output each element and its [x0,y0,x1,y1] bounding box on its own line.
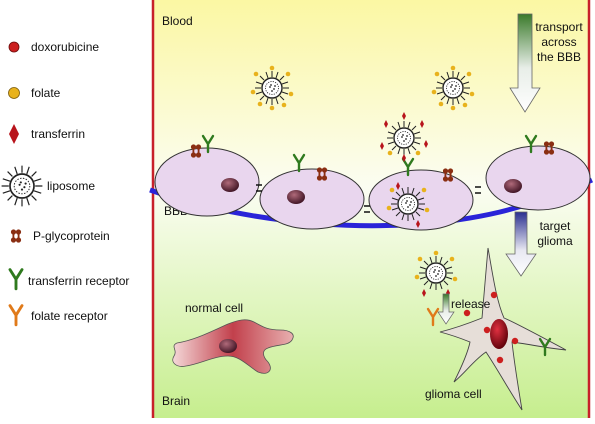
folate-receptor-icon [8,304,24,327]
legend-liposome: liposome [47,179,95,193]
liposome-blood-1 [250,65,294,111]
liposome-transcytosis [386,182,430,228]
endothelial-cell-4 [485,145,591,211]
transferrin-icon [9,124,19,144]
legend-folate-receptor: folate receptor [31,309,108,323]
target-label-2: glioma [537,234,573,248]
doxorubicine-icon [8,41,20,53]
doxorubicine-dot [483,326,491,334]
normal-cell-label: normal cell [185,301,243,315]
doxorubicine-dot [496,356,504,364]
legend-p-glycoprotein: P-glycoprotein [33,229,110,243]
glioma-cell-label: glioma cell [425,387,482,401]
legend-transferrin: transferrin [31,127,85,141]
p-glycoprotein-icon [10,229,22,243]
legend-folate: folate [31,86,61,100]
endothelial-cell-2 [259,168,365,230]
legend: doxorubicine folate transferrin liposome… [0,40,129,327]
endothelial-cell-3 [368,169,474,231]
doxorubicine-dot [463,309,471,317]
glioma-nucleus [490,319,508,349]
transport-label-2: across [541,35,576,49]
endothelial-cells [154,145,591,231]
nucleus [504,179,522,193]
liposome-icon [0,164,44,208]
transport-arrow [509,13,541,113]
nucleus [287,190,305,204]
target-label-1: target [540,219,571,233]
transport-label-1: transport [535,20,583,34]
legend-doxorubicine: doxorubicine [31,40,99,54]
release-arrow [437,293,455,325]
glioma-cell [439,247,567,411]
folate-icon [8,87,20,99]
nucleus [219,339,237,353]
legend-transferrin-receptor: transferrin receptor [28,274,129,288]
liposome-blood-3 [380,112,428,162]
blood-label: Blood [162,14,193,28]
normal-cell [172,319,294,374]
brain-label: Brain [162,394,190,408]
endothelial-cell-1 [154,147,260,217]
doxorubicine-dot [511,337,519,345]
liposome-blood-2 [431,65,475,111]
nucleus [221,178,239,192]
target-arrow [505,211,537,277]
transferrin-receptor-icon [8,268,24,291]
release-label: release [451,297,491,311]
transport-label-3: the BBB [537,50,581,64]
doxorubicine-dot [490,291,498,299]
